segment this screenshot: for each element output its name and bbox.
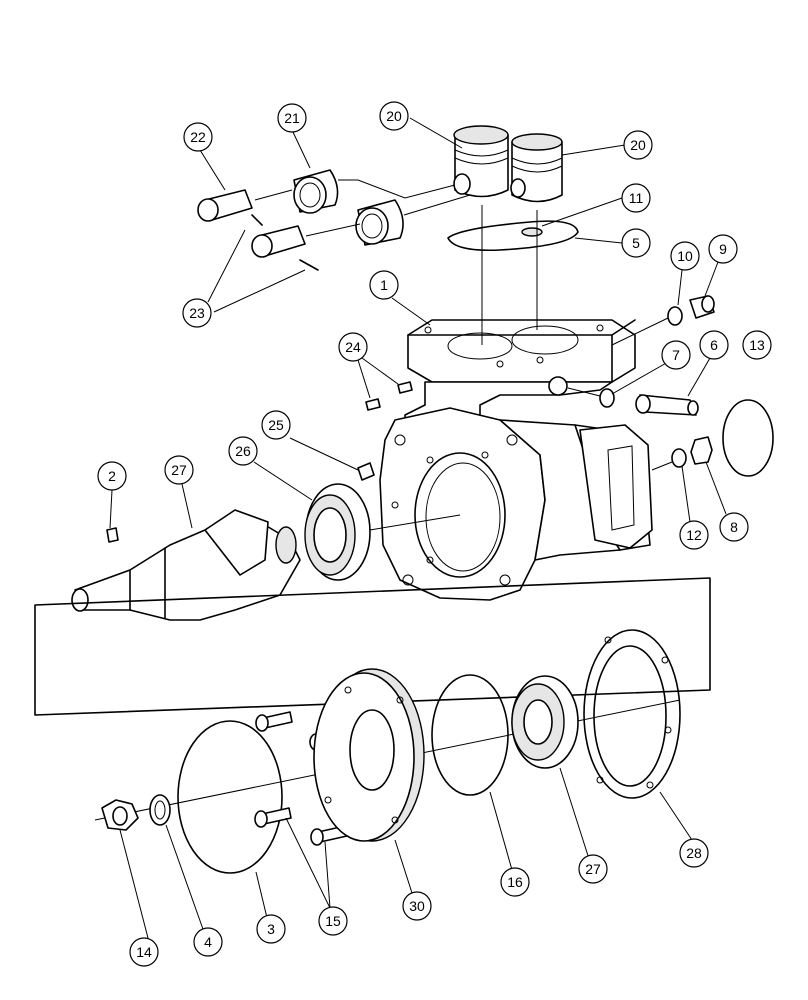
svg-text:14: 14: [136, 944, 152, 960]
svg-text:27: 27: [585, 861, 601, 877]
callout-12: 12: [679, 520, 709, 550]
o-ring-10: [667, 306, 683, 326]
o-ring-16: [431, 674, 509, 796]
callout-3: 3: [256, 914, 286, 944]
callout-24: 24: [338, 332, 368, 362]
callout-16: 16: [500, 867, 530, 897]
callout-5: 5: [621, 228, 651, 258]
svg-text:7: 7: [672, 347, 680, 363]
axis-line: [567, 387, 601, 397]
fitting-6: [635, 394, 699, 416]
svg-text:28: 28: [686, 845, 702, 861]
svg-text:5: 5: [632, 235, 640, 251]
svg-text:3: 3: [267, 921, 275, 937]
piston-right: [510, 133, 563, 203]
dowel-pin-24b: [365, 398, 381, 411]
axis-line: [254, 189, 293, 201]
svg-text:12: 12: [686, 527, 702, 543]
callout-23: 23: [182, 298, 212, 328]
wrist-pin-upper: [197, 189, 263, 226]
svg-text:2: 2: [108, 468, 116, 484]
callout-28: 28: [679, 838, 709, 868]
svg-text:26: 26: [235, 443, 251, 459]
svg-text:24: 24: [345, 339, 361, 355]
callout-25: 25: [261, 410, 291, 440]
svg-text:21: 21: [284, 110, 300, 126]
nut-14: [101, 799, 139, 831]
callout-21: 21: [277, 103, 307, 133]
bearing-26: [304, 483, 371, 581]
svg-text:16: 16: [507, 874, 523, 890]
svg-text:8: 8: [730, 519, 738, 535]
callout-13: 13: [742, 330, 772, 360]
wrist-pin-bushing-lower: [355, 199, 404, 246]
o-ring-7: [599, 388, 615, 408]
callout-15: 15: [318, 906, 348, 936]
callout-27: 27: [578, 854, 608, 884]
callout-4: 4: [193, 927, 223, 957]
o-ring-12: [671, 448, 687, 468]
callout-11: 11: [621, 183, 651, 213]
callout-9: 9: [708, 234, 738, 264]
callout-14: 14: [129, 937, 159, 967]
callout-22: 22: [183, 122, 213, 152]
leader-lines: [109, 117, 727, 939]
bolt-15a: [255, 711, 293, 732]
axis-line: [611, 317, 669, 346]
wrist-pin-lower: [251, 225, 319, 271]
crankshaft-27: [71, 509, 301, 621]
axis-line: [403, 194, 471, 216]
cylinder-block: [379, 319, 653, 601]
svg-text:27: 27: [171, 462, 187, 478]
head-gasket: [447, 220, 579, 252]
callout-27: 27: [164, 455, 194, 485]
callout-30: 30: [402, 891, 432, 921]
wrist-pin-bushing-upper: [293, 169, 339, 214]
plug-9: [689, 295, 715, 319]
callout-6: 6: [699, 330, 729, 360]
axis-line: [651, 461, 673, 471]
callout-2: 2: [97, 461, 127, 491]
assembly-frame: [34, 577, 711, 716]
svg-text:15: 15: [325, 913, 341, 929]
callout-20: 20: [623, 130, 653, 160]
washer-4: [149, 794, 171, 826]
o-ring-3: [177, 720, 283, 874]
callout-1: 1: [369, 270, 399, 300]
nut-8: [690, 436, 713, 465]
svg-text:1: 1: [380, 277, 388, 293]
callout-8: 8: [719, 512, 749, 542]
end-flange-30: [313, 668, 425, 842]
piston-left: [453, 125, 509, 198]
svg-text:6: 6: [710, 337, 718, 353]
svg-text:10: 10: [677, 248, 693, 264]
callout-20: 20: [379, 101, 409, 131]
callout-7: 7: [661, 340, 691, 370]
washer-4-hole: [154, 800, 166, 820]
svg-text:20: 20: [386, 108, 402, 124]
callout-10: 10: [670, 241, 700, 271]
seal-27: [511, 675, 579, 769]
svg-text:30: 30: [409, 898, 425, 914]
o-ring-13: [722, 399, 774, 477]
svg-text:22: 22: [190, 129, 206, 145]
key-25: [357, 462, 375, 481]
svg-text:23: 23: [189, 305, 205, 321]
svg-text:13: 13: [749, 337, 765, 353]
svg-text:20: 20: [630, 137, 646, 153]
axis-line: [338, 179, 456, 199]
bolt-15c: [254, 807, 292, 828]
gasket-28: [583, 629, 681, 799]
svg-text:11: 11: [629, 190, 644, 206]
dowel-pin-24a: [397, 381, 413, 394]
axis-line: [369, 514, 461, 531]
axis-line: [305, 223, 361, 237]
svg-text:4: 4: [204, 934, 212, 950]
svg-text:9: 9: [719, 241, 727, 257]
callout-26: 26: [228, 436, 258, 466]
key-2: [106, 527, 119, 543]
svg-text:25: 25: [268, 417, 284, 433]
